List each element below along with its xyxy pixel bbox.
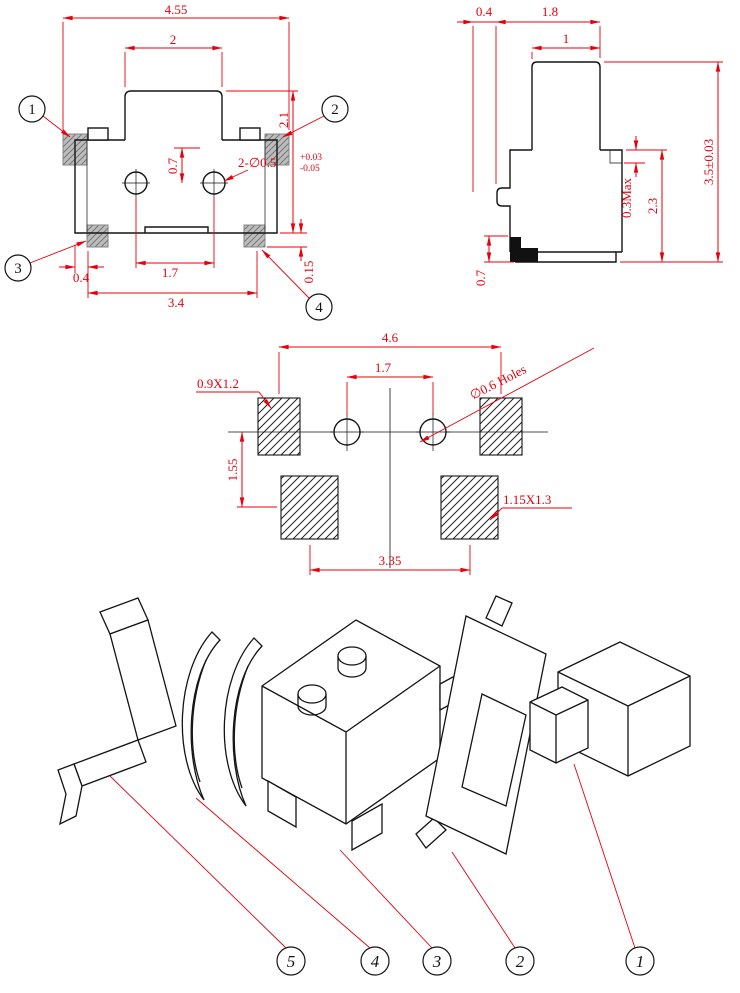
exploded-part-1-actuator xyxy=(529,641,691,777)
exploded-view: 5 4 3 2 1 xyxy=(57,595,691,976)
dim-total-width: 4.55 xyxy=(62,2,290,130)
footprint-geometry xyxy=(228,388,548,568)
dim-pad-pitch-bottom: 3.35 xyxy=(309,545,471,575)
front-view-dimensions: 4.55 2 2.1 0.7 2-∅0.5 + xyxy=(59,2,322,310)
footprint-dimensions: 4.6 1.7 ∅0.6 Holes 0.9X1.2 1.55 xyxy=(196,330,595,575)
dim-pad-pitch-x-text: 4.6 xyxy=(382,330,399,345)
dim-total-height-text: 3.5±0.03 xyxy=(701,139,716,185)
switch-button-outline xyxy=(124,90,223,140)
dim-step-text: 0.3Max xyxy=(619,177,634,218)
dim-button-width-text: 2 xyxy=(170,32,177,47)
svg-text:5: 5 xyxy=(287,952,296,971)
pad-size-bottom-text: 1.15X1.3 xyxy=(503,492,551,507)
dim-row-pitch: 1.55 xyxy=(225,431,277,508)
dim-total-width-text: 4.55 xyxy=(165,2,188,17)
dim-body-width-text: 1.8 xyxy=(542,4,558,19)
pad-bottom-left xyxy=(86,224,109,248)
dim-pad-drop: 0.15 xyxy=(267,219,316,283)
side-view-dimensions: 0.4 1.8 1 3.5±0.03 2.3 xyxy=(457,4,723,286)
callout-1: 1 xyxy=(18,95,46,123)
callout-4: 4 xyxy=(305,293,333,321)
callout-part-5: 5 xyxy=(276,946,306,976)
callout-part-1: 1 xyxy=(625,946,655,976)
pad-size-top-callout: 0.9X1.2 xyxy=(196,376,272,409)
body-top-tab-left xyxy=(87,127,109,141)
hole-spec-label: 2-∅0.5 +0.03 -0.05 xyxy=(223,153,322,182)
callout-part-4: 4 xyxy=(360,946,390,976)
exploded-part-4-springs xyxy=(181,631,263,807)
exploded-part-2-frame xyxy=(415,595,547,855)
dim-pad-inset: 0.4 xyxy=(59,245,104,285)
dim-hole-offset-text: 0.7 xyxy=(165,157,180,174)
dim-terminal: 0.7 xyxy=(473,235,514,286)
callout-3: 3 xyxy=(4,254,32,282)
dim-pad-span-text: 3.4 xyxy=(168,295,185,310)
dim-height: 2.1 xyxy=(226,90,298,234)
holes-label-text: ∅0.6 Holes xyxy=(467,361,528,402)
hole-tol-upper-text: +0.03 xyxy=(300,153,322,163)
dim-pad-drop-text: 0.15 xyxy=(301,261,316,284)
footprint-view: 4.6 1.7 ∅0.6 Holes 0.9X1.2 1.55 xyxy=(196,330,595,575)
svg-text:1: 1 xyxy=(636,952,645,971)
front-view-callouts: 1 2 3 4 xyxy=(4,95,349,321)
dim-step: 0.3Max xyxy=(619,136,645,218)
footprint-pad-bottom-right xyxy=(440,475,499,540)
dim-body-width: 1.8 xyxy=(495,4,601,184)
dim-total-height: 3.5±0.03 xyxy=(604,61,723,263)
dim-hole-span: 1.7 xyxy=(135,197,215,280)
callout-part-2: 2 xyxy=(505,946,535,976)
dim-terminal-text: 0.7 xyxy=(473,269,488,286)
front-view-part xyxy=(62,90,290,248)
hole-spec-text: 2-∅0.5 xyxy=(238,155,276,170)
pad-size-top-text: 0.9X1.2 xyxy=(197,376,239,391)
dim-button-width: 2 xyxy=(124,32,223,87)
side-view: 0.4 1.8 1 3.5±0.03 2.3 xyxy=(457,4,723,286)
svg-text:2: 2 xyxy=(516,952,525,971)
dim-hole-pitch-text: 1.7 xyxy=(375,360,392,375)
housing-boss-bottom xyxy=(297,684,327,704)
dim-hole-span-text: 1.7 xyxy=(162,265,179,280)
dim-hole-pitch: 1.7 xyxy=(346,360,434,415)
svg-text:3: 3 xyxy=(432,952,442,971)
side-button-outline xyxy=(531,61,601,150)
side-terminal xyxy=(510,237,538,262)
pad-bottom-right xyxy=(243,224,266,248)
front-view: 4.55 2 2.1 0.7 2-∅0.5 + xyxy=(4,2,349,321)
dim-side-button-width-text: 1 xyxy=(563,31,570,46)
side-view-part xyxy=(496,61,623,263)
footprint-pad-top-left xyxy=(257,397,301,456)
dim-pad-span: 3.4 xyxy=(87,251,258,310)
dim-height-text: 2.1 xyxy=(276,112,291,128)
dim-hole-offset: 0.7 xyxy=(165,147,200,184)
callout-2: 2 xyxy=(321,95,349,123)
hole-tol-lower-text: -0.05 xyxy=(300,164,320,174)
dim-pad-inset-text: 0.4 xyxy=(73,270,90,285)
dim-pad-pitch-bottom-text: 3.35 xyxy=(379,553,402,568)
svg-text:3: 3 xyxy=(14,261,22,277)
body-top-tab-right xyxy=(239,127,261,141)
switch-body-outline xyxy=(74,139,278,234)
dim-body-height-text: 2.3 xyxy=(645,198,660,214)
callout-part-3: 3 xyxy=(422,946,452,976)
dim-body-height: 2.3 xyxy=(626,149,667,263)
svg-text:1: 1 xyxy=(28,102,36,118)
dim-tab: 0.4 xyxy=(457,4,496,192)
pad-size-bottom-callout: 1.15X1.3 xyxy=(489,492,572,521)
svg-text:4: 4 xyxy=(371,952,380,971)
svg-text:4: 4 xyxy=(315,300,323,316)
body-bottom-notch xyxy=(144,226,209,233)
exploded-callout-leaders xyxy=(109,763,636,949)
housing-boss-top xyxy=(337,646,367,666)
exploded-part-5-bracket xyxy=(57,597,177,826)
dim-pad-pitch-x: 4.6 xyxy=(278,330,502,394)
dim-tab-text: 0.4 xyxy=(476,4,493,19)
exploded-callouts: 5 4 3 2 1 xyxy=(276,946,655,976)
dim-side-button-width: 1 xyxy=(531,31,601,59)
exploded-part-3-housing xyxy=(261,619,465,852)
footprint-pad-bottom-left xyxy=(280,475,339,540)
svg-text:2: 2 xyxy=(331,102,339,118)
dim-row-pitch-text: 1.55 xyxy=(225,459,240,482)
